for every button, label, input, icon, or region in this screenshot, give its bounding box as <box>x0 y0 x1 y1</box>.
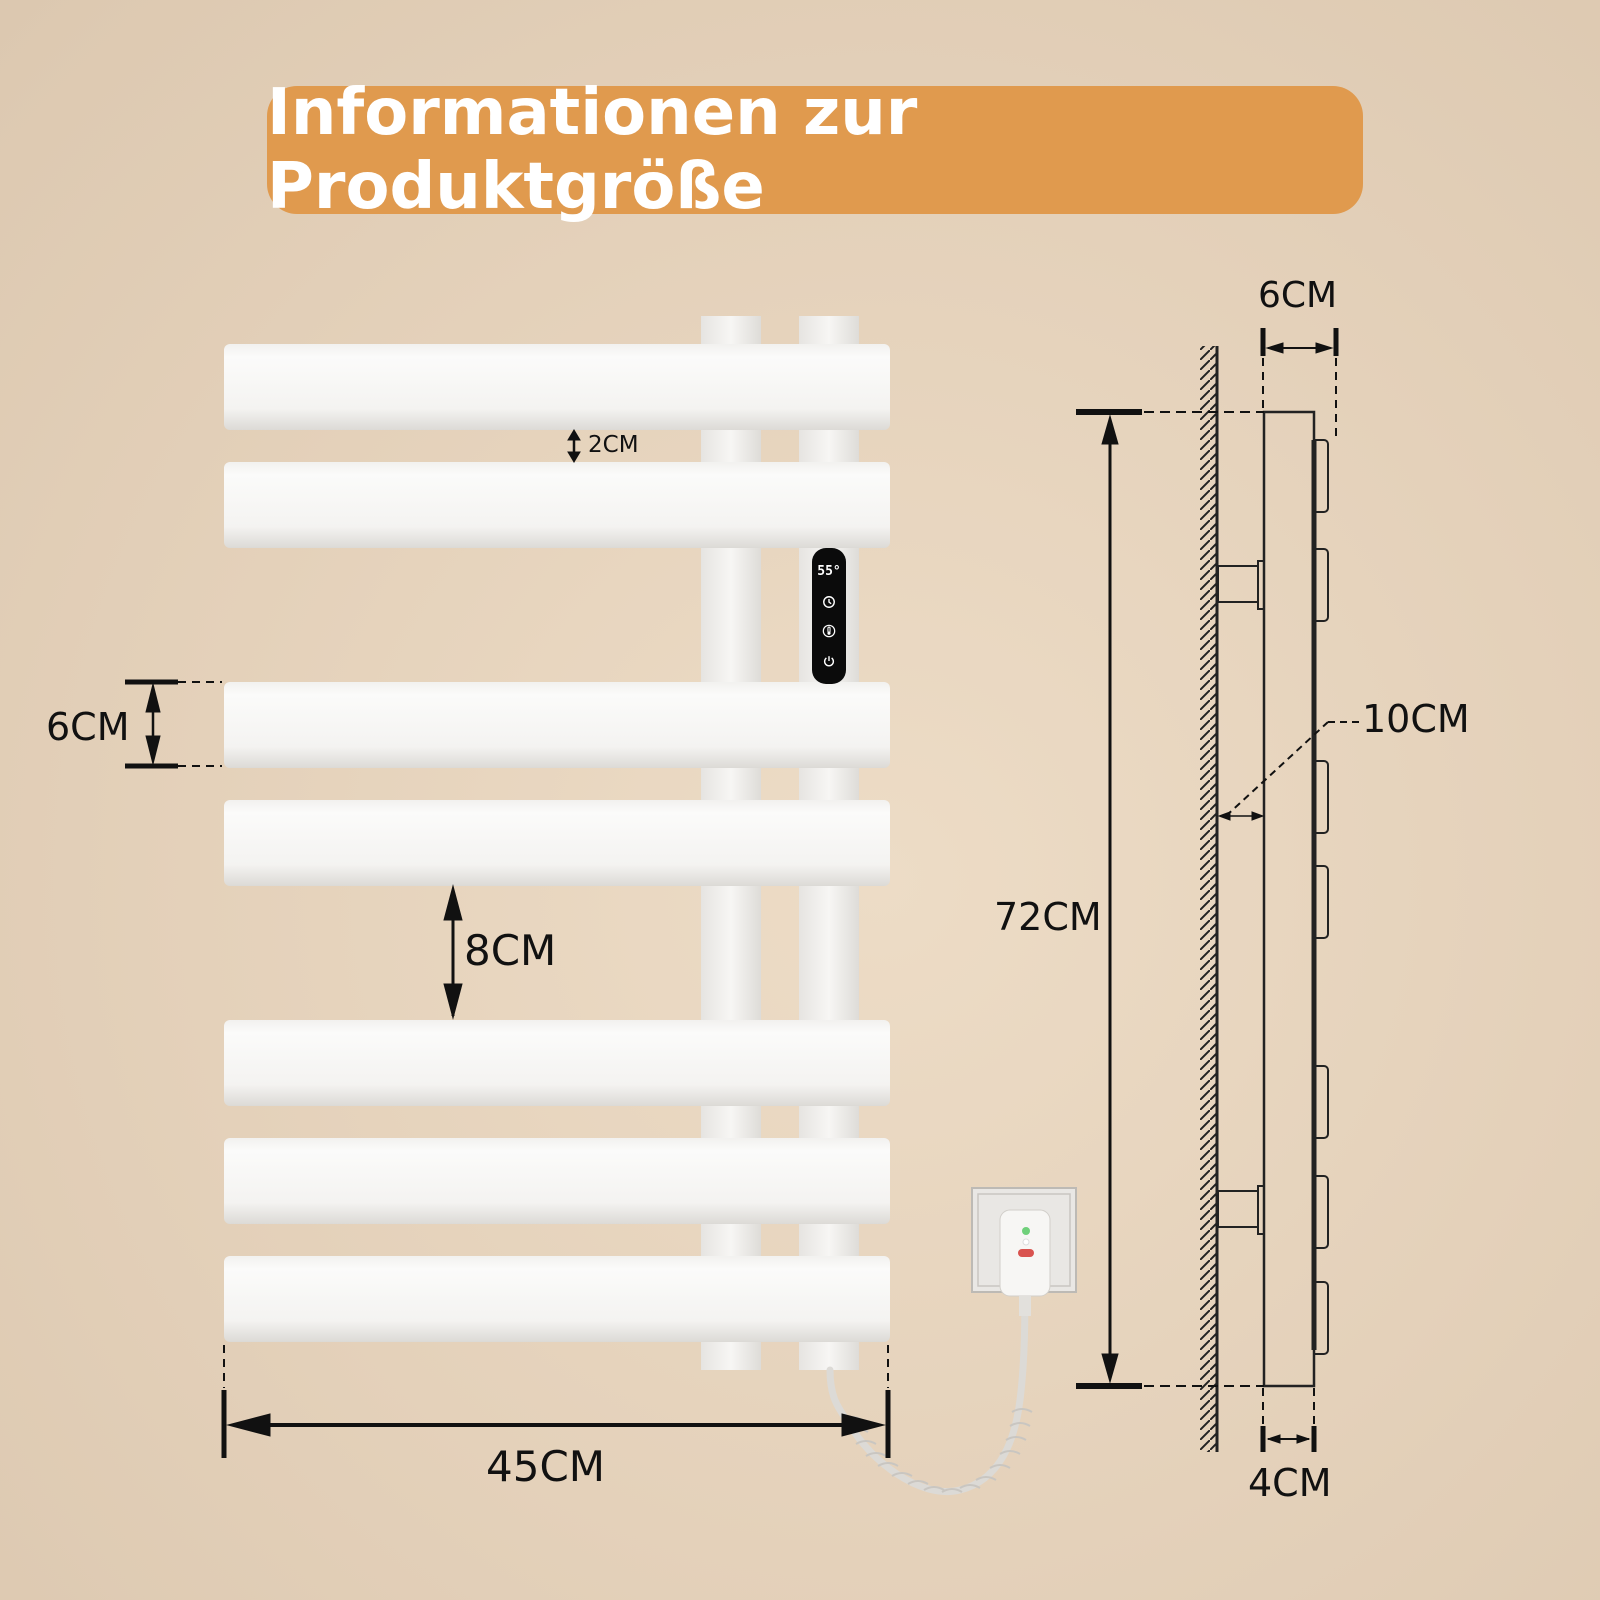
dim-wall-distance: 10CM <box>1362 697 1470 741</box>
thermometer-icon[interactable] <box>822 624 836 638</box>
front-dimension-lines <box>125 429 891 1458</box>
side-view <box>1200 346 1329 1452</box>
control-panel: 55° <box>812 548 846 684</box>
page-title: Informationen zur Produktgröße <box>267 76 918 224</box>
dim-depth-top: 6CM <box>1258 275 1338 316</box>
towel-bars <box>224 344 890 1342</box>
clock-icon[interactable] <box>822 595 836 609</box>
dim-depth-bottom: 4CM <box>1248 1461 1332 1505</box>
dim-group-gap: 8CM <box>464 926 557 975</box>
power-icon[interactable] <box>822 654 836 668</box>
temperature-display: 55° <box>817 563 841 579</box>
wall-plug <box>971 1187 1077 1316</box>
dim-width: 45CM <box>486 1442 606 1491</box>
title-banner: Informationen zur Produktgröße <box>267 76 1363 224</box>
side-dimension-lines <box>1076 328 1360 1452</box>
dim-height: 72CM <box>994 895 1102 939</box>
dim-bar-gap: 2CM <box>588 432 639 458</box>
dim-bar-height: 6CM <box>46 705 130 749</box>
